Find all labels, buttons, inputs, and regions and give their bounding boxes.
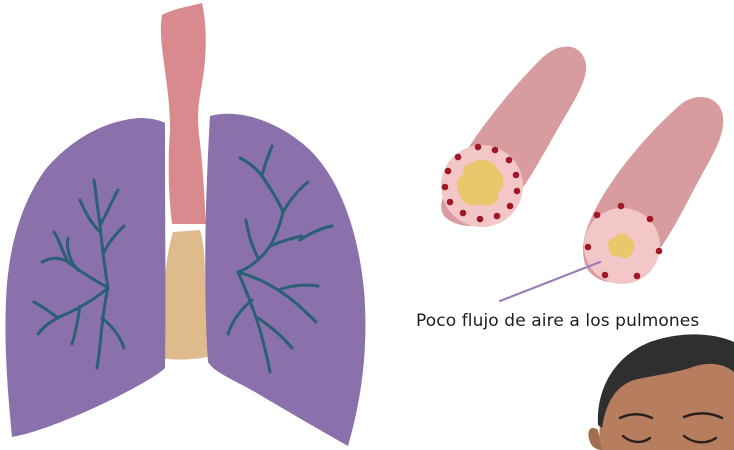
- trachea: [161, 3, 206, 224]
- left-lung: [5, 118, 165, 437]
- child-face: [588, 334, 734, 450]
- airflow-caption: Poco flujo de aire a los pulmones: [416, 311, 699, 331]
- right-lung: [205, 114, 365, 446]
- airway-inflamed-2: [583, 97, 723, 284]
- airway-inflamed-1: [441, 46, 586, 227]
- pointer-line: [500, 262, 600, 301]
